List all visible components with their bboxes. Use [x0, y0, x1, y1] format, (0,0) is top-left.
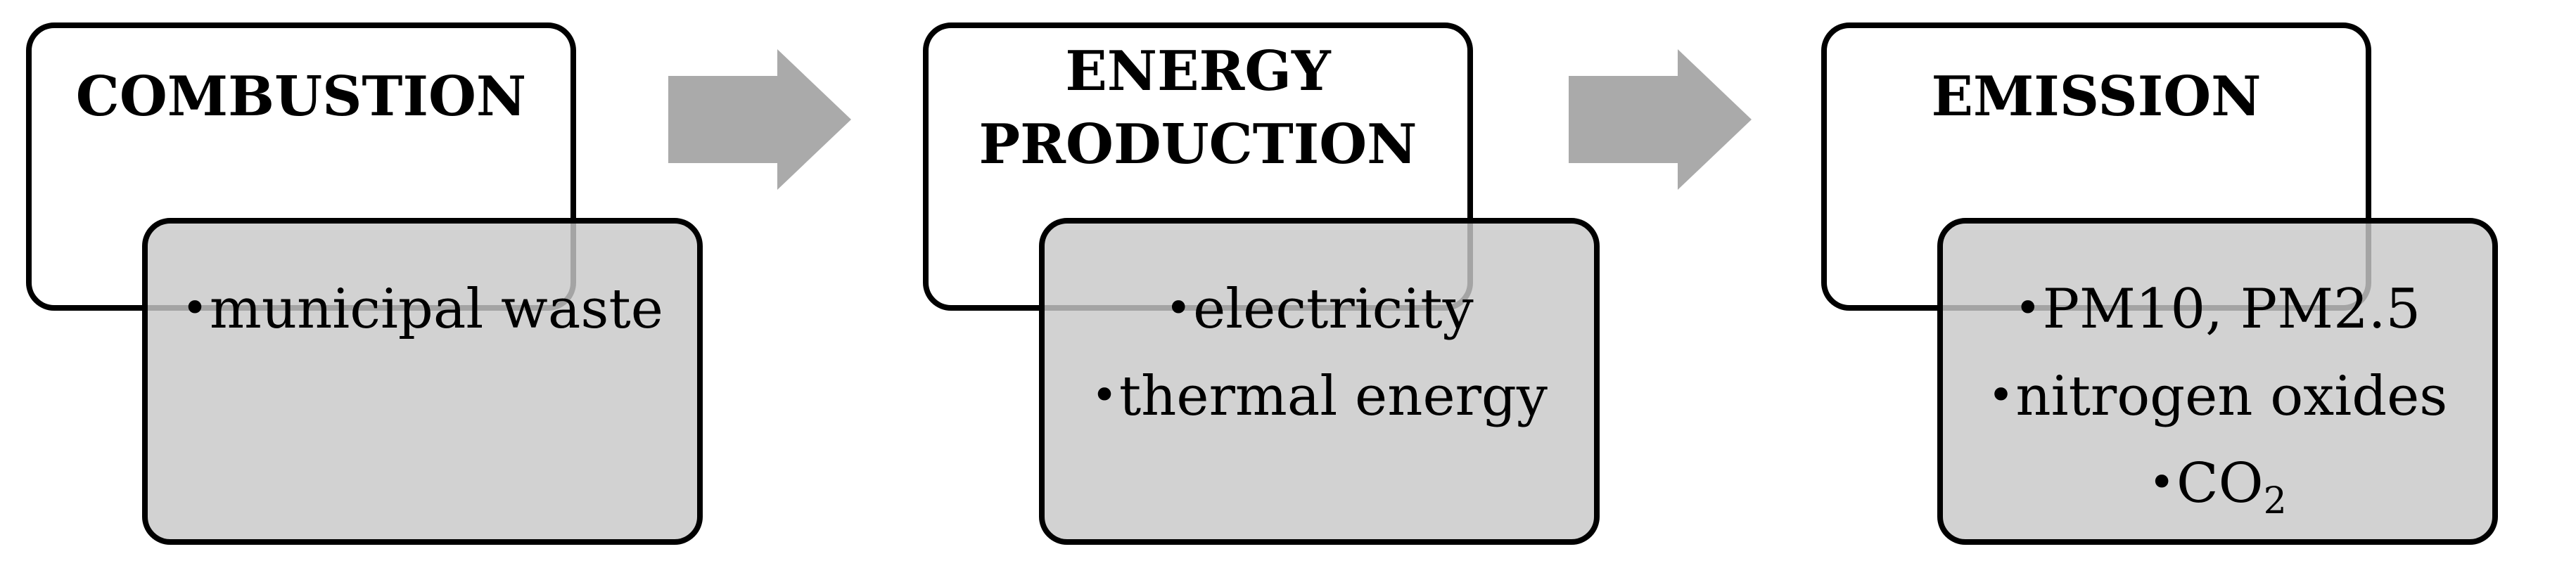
step-title: COMBUSTION	[75, 65, 527, 129]
list-item: •municipal waste	[148, 266, 697, 353]
list-item: •CO2	[1943, 440, 2492, 545]
list-item: •thermal energy	[1045, 353, 1594, 440]
list-item-text: PM10, PM2.5	[2042, 278, 2421, 341]
list-item-text: nitrogen oxides	[2015, 365, 2448, 428]
step-detail-box: •municipal waste	[142, 218, 703, 545]
list-item-text: thermal energy	[1118, 365, 1548, 428]
bullet-icon: •	[1987, 370, 2015, 422]
detail-list: •electricity•thermal energy	[1045, 266, 1594, 440]
list-item-text: CO2	[2176, 452, 2287, 522]
bullet-icon: •	[1165, 283, 1192, 335]
step-detail-box: •electricity•thermal energy	[1039, 218, 1600, 545]
detail-list: •PM10, PM2.5•nitrogen oxides•CO2	[1943, 266, 2492, 545]
step-title: ENERGY PRODUCTION	[978, 39, 1417, 176]
list-item-text: municipal waste	[209, 278, 663, 341]
list-item: •nitrogen oxides	[1943, 353, 2492, 440]
right-arrow-icon	[668, 49, 851, 190]
detail-list: •municipal waste	[148, 266, 697, 353]
right-arrow-icon	[1569, 49, 1752, 190]
bullet-icon: •	[2014, 283, 2041, 335]
bullet-icon: •	[181, 283, 208, 335]
bullet-icon: •	[2148, 457, 2175, 509]
step-detail-box: •PM10, PM2.5•nitrogen oxides•CO2	[1937, 218, 2498, 545]
list-item: •electricity	[1045, 266, 1594, 353]
list-item-text: electricity	[1193, 278, 1474, 341]
step-title: EMISSION	[1931, 65, 2262, 129]
list-item: •PM10, PM2.5	[1943, 266, 2492, 353]
bullet-icon: •	[1091, 370, 1118, 422]
